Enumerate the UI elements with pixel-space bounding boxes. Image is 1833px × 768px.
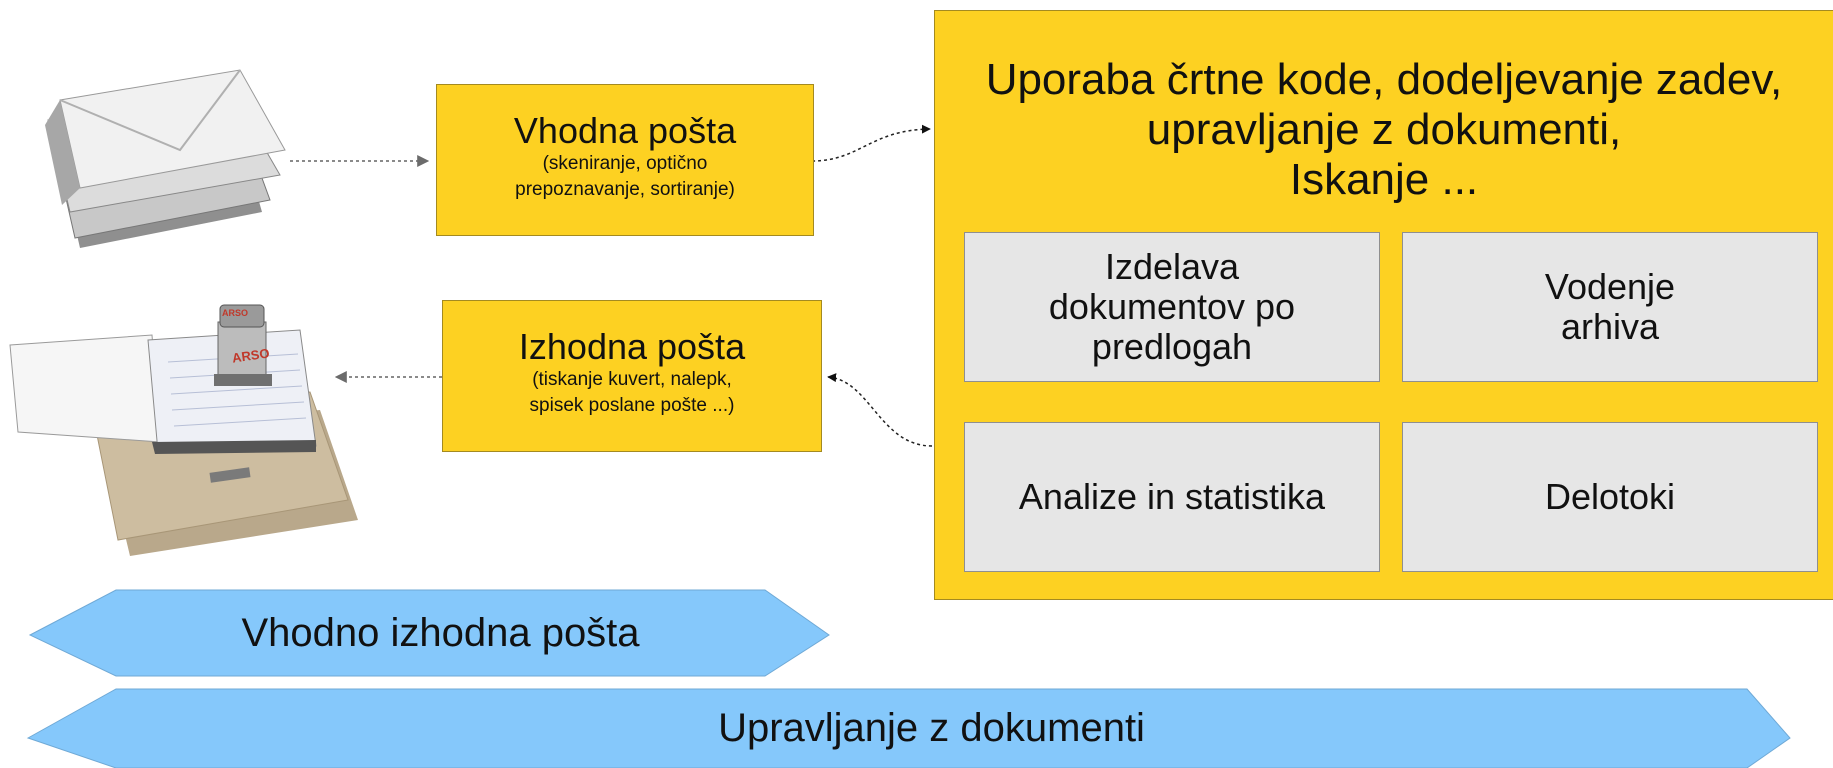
module-archive-line2: arhiva <box>1560 306 1660 347</box>
incoming-mail-title: Vhodna pošta <box>513 110 737 151</box>
module-workflows: Delotoki <box>1402 422 1818 572</box>
stamp-text-small: ARSO <box>222 308 249 318</box>
module-analytics: Analize in statistika <box>964 422 1380 572</box>
module-document-templates-line3: predlogah <box>1091 326 1253 367</box>
module-document-templates: Izdelava dokumentov po predlogah <box>964 232 1380 382</box>
outgoing-mail-detail-line2: spisek poslane pošte ...) <box>529 395 735 416</box>
document-scope-banner <box>26 688 1791 768</box>
outgoing-mail-title: Izhodna pošta <box>518 326 746 367</box>
module-document-templates-line1: Izdelava <box>1104 246 1240 287</box>
incoming-mail-box: Vhodna pošta (skeniranje, optično prepoz… <box>436 84 814 236</box>
module-archive: Vodenje arhiva <box>1402 232 1818 382</box>
system-title-line2: upravljanje z dokumenti, <box>1146 105 1622 154</box>
system-title-line3: Iskanje ... <box>1289 155 1479 204</box>
module-analytics-label: Analize in statistika <box>1018 476 1326 517</box>
mail-scope-label: Vhodno izhodna pošta <box>241 610 640 655</box>
module-workflows-label: Delotoki <box>1544 476 1676 517</box>
arrow-incoming-to-system <box>811 124 931 162</box>
envelopes-illustration <box>45 69 286 248</box>
module-document-templates-line2: dokumentov po <box>1048 286 1296 327</box>
document-scope-label: Upravljanje z dokumenti <box>718 706 1145 750</box>
module-archive-line1: Vodenje <box>1544 266 1676 307</box>
mail-scope-banner <box>28 589 830 677</box>
system-title-line1: Uporaba črtne kode, dodeljevanje zadev, <box>985 55 1783 104</box>
folder-stamp-illustration <box>9 304 358 556</box>
outgoing-mail-detail-line1: (tiskanje kuvert, nalepk, <box>532 369 732 390</box>
outgoing-mail-box: Izhodna pošta (tiskanje kuvert, nalepk, … <box>442 300 822 452</box>
incoming-mail-detail-line1: (skeniranje, optično <box>542 153 708 174</box>
arrow-system-to-outgoing <box>827 373 933 447</box>
incoming-mail-detail-line2: prepoznavanje, sortiranje) <box>515 179 735 200</box>
